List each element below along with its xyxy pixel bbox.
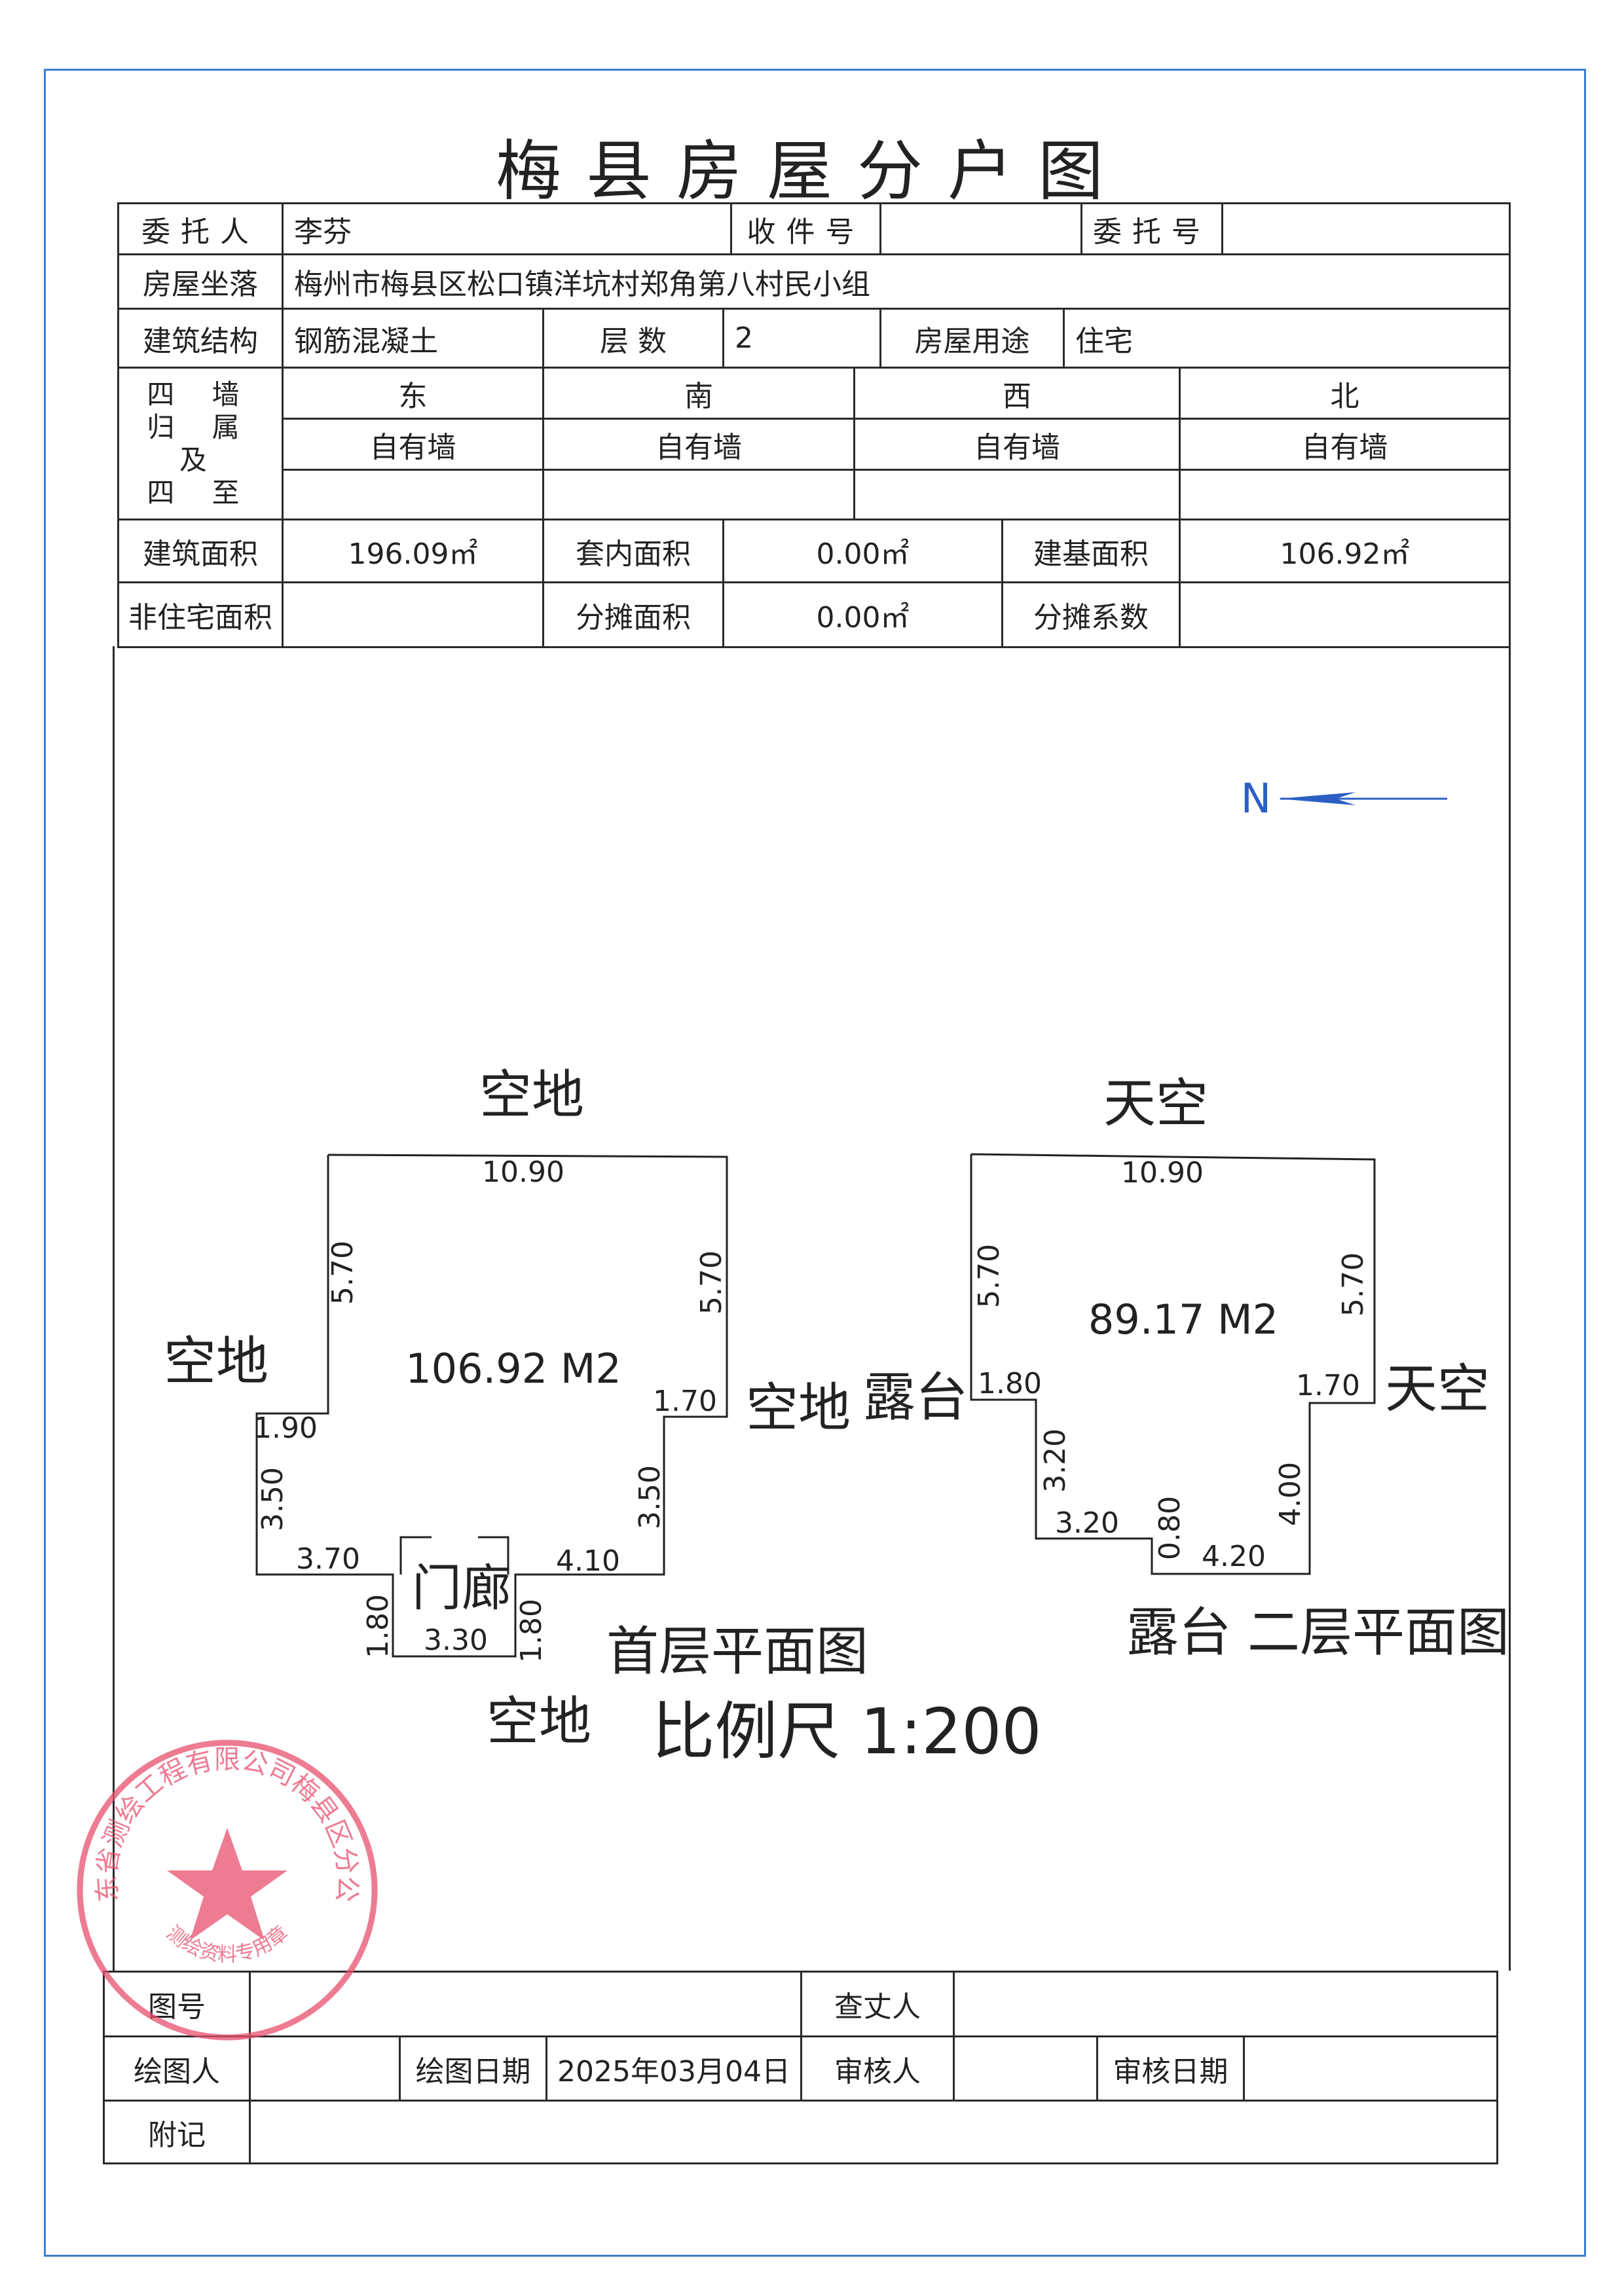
floor1-left-surrounding: 空地 bbox=[164, 1331, 268, 1392]
reviewer-value bbox=[953, 2035, 1098, 2102]
usage-value: 住宅 bbox=[1063, 308, 1511, 369]
dim-label: 4.10 bbox=[556, 1544, 620, 1578]
dim-label: 1.70 bbox=[1296, 1369, 1360, 1402]
inner-area-value: 0.00㎡ bbox=[722, 519, 1003, 583]
wall-west-ownership: 自有墙 bbox=[853, 418, 1181, 471]
floors-value: 2 bbox=[722, 308, 881, 369]
wall-east-label: 东 bbox=[282, 367, 544, 420]
wall-east-ownership: 自有墙 bbox=[282, 418, 544, 471]
non-residential-label: 非住宅面积 bbox=[117, 581, 284, 648]
structure-value: 钢筋混凝土 bbox=[282, 308, 544, 369]
floor2-top-surrounding: 天空 bbox=[1103, 1073, 1208, 1134]
dim-label: 3.50 bbox=[633, 1465, 667, 1529]
surveyor-value bbox=[953, 1971, 1498, 2037]
dim-label: 10.90 bbox=[1121, 1156, 1204, 1190]
dim-label: 10.90 bbox=[482, 1156, 564, 1189]
base-area-value: 106.92㎡ bbox=[1179, 519, 1511, 583]
stamp-star-icon bbox=[167, 1828, 287, 1941]
wall-west-boundary bbox=[853, 469, 1181, 520]
dim-label: 5.70 bbox=[972, 1244, 1006, 1308]
dim-label: 3.20 bbox=[1039, 1429, 1072, 1493]
wall-south-label: 南 bbox=[542, 367, 855, 420]
wall-south-boundary bbox=[542, 469, 855, 520]
location-label: 房屋坐落 bbox=[117, 253, 284, 310]
commission-no-value bbox=[1221, 202, 1511, 255]
wall-north-label: 北 bbox=[1179, 367, 1511, 420]
scale-label: 比例尺 1:200 bbox=[652, 1695, 1042, 1768]
dim-label: 0.80 bbox=[1153, 1496, 1187, 1560]
wall-north-boundary bbox=[1179, 469, 1511, 520]
svg-text:测绘资料专用章: 测绘资料专用章 bbox=[162, 1922, 292, 1966]
dim-label: 1.80 bbox=[978, 1367, 1042, 1400]
shared-area-value: 0.00㎡ bbox=[722, 581, 1003, 648]
page-border bbox=[44, 69, 1586, 2257]
floor2-area: 89.17 M2 bbox=[1088, 1296, 1279, 1343]
porch-label: 门廊 bbox=[412, 1559, 511, 1617]
review-date-label: 审核日期 bbox=[1096, 2035, 1245, 2102]
shared-coef-value bbox=[1179, 581, 1511, 648]
floor1-right-surrounding: 空地 bbox=[746, 1377, 851, 1438]
notes-value bbox=[249, 2100, 1498, 2164]
wall-east-boundary bbox=[282, 469, 544, 520]
building-area-label: 建筑面积 bbox=[117, 519, 284, 583]
drafter-value bbox=[249, 2035, 401, 2102]
client-label: 委托人 bbox=[117, 202, 284, 255]
drawing-area bbox=[113, 646, 1511, 1971]
walls-label: 四 墙 归 属 及 四 至 bbox=[117, 367, 284, 520]
wall-north-ownership: 自有墙 bbox=[1179, 418, 1511, 471]
base-area-label: 建基面积 bbox=[1001, 519, 1181, 583]
walls-label-line: 四 至 bbox=[147, 476, 254, 509]
dim-label: 4.00 bbox=[1274, 1462, 1307, 1526]
walls-label-line: 及 bbox=[179, 443, 221, 476]
floor1-area: 106.92 M2 bbox=[405, 1345, 621, 1393]
reviewer-label: 审核人 bbox=[800, 2035, 955, 2102]
building-area-value: 196.09㎡ bbox=[282, 519, 544, 583]
notes-label: 附记 bbox=[103, 2100, 251, 2164]
dim-label: 1.80 bbox=[361, 1594, 395, 1658]
floor1-bottom-surrounding: 空地 bbox=[487, 1691, 591, 1752]
inner-area-label: 套内面积 bbox=[542, 519, 724, 583]
dim-label: 3.30 bbox=[424, 1624, 488, 1657]
floors-label: 层 数 bbox=[542, 308, 724, 369]
dim-label: 5.70 bbox=[1337, 1252, 1370, 1317]
drafter-label: 绘图人 bbox=[103, 2035, 251, 2102]
shared-coef-label: 分摊系数 bbox=[1001, 581, 1181, 648]
wall-south-ownership: 自有墙 bbox=[542, 418, 855, 471]
review-date-value bbox=[1243, 2035, 1498, 2102]
surveyor-label: 查丈人 bbox=[800, 1971, 955, 2037]
floor2-bottom-surrounding: 露台 bbox=[1126, 1602, 1231, 1663]
non-residential-value bbox=[282, 581, 544, 648]
north-label: N bbox=[1240, 774, 1272, 822]
page-title: 梅县房屋分户图 bbox=[496, 133, 1128, 210]
dim-label: 5.70 bbox=[326, 1241, 360, 1305]
floor2-left-surrounding: 露台 bbox=[863, 1367, 968, 1428]
dim-label: 3.50 bbox=[256, 1467, 289, 1531]
walls-label-line: 归 属 bbox=[147, 410, 254, 443]
floor1-top-surrounding: 空地 bbox=[479, 1065, 584, 1125]
floor2-caption: 二层平面图 bbox=[1247, 1602, 1509, 1663]
dim-label: 3.20 bbox=[1055, 1506, 1119, 1540]
dim-label: 1.90 bbox=[253, 1412, 318, 1445]
official-stamp: 广东省测绘工程有限公司梅县区分公司 测绘资料专用章 bbox=[73, 1736, 378, 2041]
dim-label: 1.80 bbox=[515, 1599, 548, 1663]
stamp-text-bottom: 测绘资料专用章 bbox=[162, 1922, 292, 1966]
floor1-caption: 首层平面图 bbox=[606, 1621, 868, 1682]
wall-west-label: 西 bbox=[853, 367, 1181, 420]
shared-area-label: 分摊面积 bbox=[542, 581, 724, 648]
dim-label: 3.70 bbox=[296, 1542, 360, 1576]
floor2-right-surrounding: 天空 bbox=[1385, 1358, 1490, 1419]
dim-label: 5.70 bbox=[695, 1250, 728, 1315]
usage-label: 房屋用途 bbox=[879, 308, 1065, 369]
commission-no-label: 委托号 bbox=[1080, 202, 1223, 255]
draw-date-value: 2025年03月04日 bbox=[545, 2035, 802, 2102]
client-value: 李芬 bbox=[282, 202, 732, 255]
dim-label: 4.20 bbox=[1202, 1540, 1266, 1573]
receipt-no-value bbox=[879, 202, 1082, 255]
structure-label: 建筑结构 bbox=[117, 308, 284, 369]
location-value: 梅州市梅县区松口镇洋坑村郑角第八村民小组 bbox=[282, 253, 1511, 310]
receipt-no-label: 收件号 bbox=[730, 202, 881, 255]
dim-label: 1.70 bbox=[653, 1385, 717, 1418]
draw-date-label: 绘图日期 bbox=[399, 2035, 547, 2102]
walls-label-line: 四 墙 bbox=[147, 378, 254, 410]
